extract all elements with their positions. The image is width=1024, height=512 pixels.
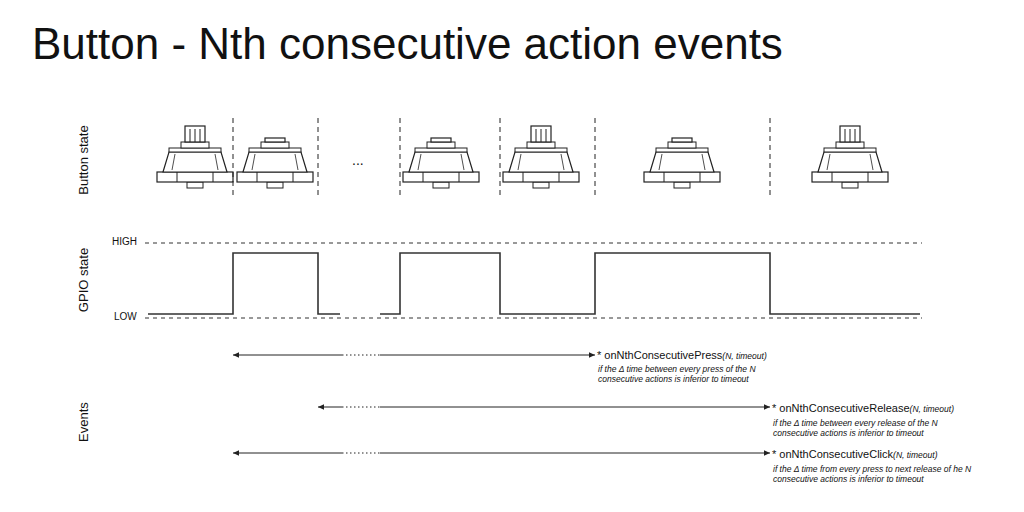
- button-released: [157, 126, 233, 188]
- button-pressed: [644, 138, 720, 188]
- event-params: (N, timeout): [722, 351, 766, 361]
- button-pressed: [403, 138, 479, 188]
- event-label: * onNthConsecutivePress(N, timeout): [597, 349, 767, 361]
- event-params: (N, timeout): [910, 404, 954, 414]
- ellipsis: ...: [352, 152, 364, 169]
- event-label: * onNthConsecutiveRelease(N, timeout): [772, 402, 954, 414]
- event-label: * onNthConsecutiveClick(N, timeout): [772, 448, 937, 460]
- button-released: [503, 126, 579, 188]
- axis-label: Events: [76, 402, 92, 442]
- level-lines: [145, 243, 922, 318]
- level-label: LOW: [114, 311, 137, 323]
- event-note: if the Δ time between every release of t…: [773, 418, 973, 438]
- button-released: [812, 126, 888, 188]
- event-note: if the Δ time from every press to next r…: [773, 464, 973, 484]
- event-name: * onNthConsecutivePress: [597, 349, 722, 361]
- axis-label: Button state: [76, 125, 92, 194]
- event-name: * onNthConsecutiveClick: [772, 448, 893, 460]
- gpio-signal: [148, 253, 920, 314]
- level-label: HIGH: [112, 236, 137, 248]
- button-pressed: [237, 138, 313, 188]
- state-separators: [233, 118, 770, 198]
- event-name: * onNthConsecutiveRelease: [772, 402, 910, 414]
- page-title: Button - Nth consecutive action events: [32, 20, 783, 68]
- event-note: if the Δ time between every press of the…: [598, 364, 798, 384]
- axis-label: GPIO state: [76, 248, 92, 312]
- event-params: (N, timeout): [893, 450, 937, 460]
